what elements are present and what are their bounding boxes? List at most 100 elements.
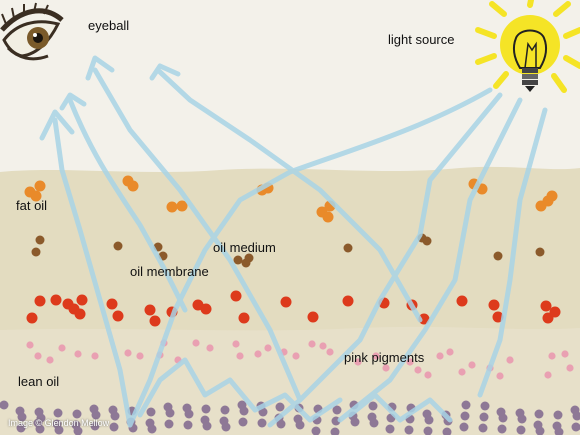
red-pigment [74,308,86,320]
purple-pigment [89,404,99,414]
arrowhead-1 [39,109,75,141]
orange-pigment [322,211,334,223]
pink-pigment [232,340,240,348]
image-credit: Image © Glendon Mellow [8,418,110,428]
pink-pigment [548,352,556,360]
eyeball-icon [0,2,64,61]
red-pigment-particles [26,290,561,327]
red-pigment [549,306,561,318]
fat-oil-label: fat oil [16,198,48,213]
orange-pigment [176,200,188,212]
light-ray-incoming-3 [477,107,548,398]
pink-pigment-particles [26,339,574,380]
scatter-ray [137,357,343,423]
pink-pigment [406,358,414,366]
pink-pigment [46,356,54,364]
red-pigment [342,295,354,307]
oil-medium-label: oil medium [213,240,276,255]
arrowhead-4 [59,92,87,111]
reflected-ray-3 [157,69,423,323]
purple-pigment-particles [0,400,580,435]
reflected-ray-4 [67,97,188,313]
purple-pigment [442,427,452,435]
light-bulb-icon [475,0,580,93]
purple-pigment [145,418,155,428]
purple-pigment [108,405,118,415]
purple-pigment [33,418,43,428]
purple-pigment [553,410,563,420]
purple-pigment [53,408,63,418]
red-pigment [50,294,62,306]
pink-pigment [136,352,144,360]
purple-pigment [311,426,321,435]
pink-pigment [26,341,34,349]
pink-pigment [74,350,82,358]
red-pigment [76,294,88,306]
red-pigment [280,296,292,308]
light-ray-incoming-4 [127,87,493,428]
light-ray-incoming-2 [337,97,523,423]
pink-pigment [414,366,422,374]
purple-pigment [422,409,432,419]
purple-pigment [200,415,210,425]
purple-pigment [515,408,525,418]
pink-pigment [292,352,300,360]
pink-pigment [561,350,569,358]
purple-pigment [330,427,340,435]
pink-pigment [468,361,476,369]
pink-pigment [192,339,200,347]
orange-pigment [30,190,42,202]
scatter-ray-2 [347,392,453,423]
purple-pigment [367,412,377,422]
purple-pigment [460,411,470,421]
purple-pigment [34,407,44,417]
brown-pigment [493,251,503,261]
purple-pigment [71,420,81,430]
arrowhead-2 [85,55,115,81]
pink-pigment [544,371,552,379]
purple-pigment [52,419,62,429]
red-pigment [492,311,504,323]
arrowhead-3 [149,63,181,81]
purple-pigment [0,400,9,410]
purple-pigment [164,419,174,429]
pink-pigment [319,342,327,350]
red-pigment [106,298,118,310]
brown-pigment [31,247,41,257]
purple-pigment [238,417,248,427]
brown-pigment [113,241,123,251]
purple-pigment [293,414,303,424]
purple-pigment [461,400,471,410]
pink-pigment [308,340,316,348]
lean-oil-label: lean oil [18,374,60,389]
purple-pigment [479,412,489,422]
reflected-ray-1 [52,117,133,428]
red-pigment [34,295,46,307]
pink-pigment [506,356,514,364]
purple-pigment [496,407,506,417]
purple-pigment [16,423,26,433]
purple-pigment [163,402,173,412]
brown-pigment-particles [31,233,545,268]
purple-pigment [275,402,285,412]
brown-pigment [244,253,254,263]
pink-pigment [436,352,444,360]
purple-pigment [368,401,378,411]
light-rays [39,55,548,428]
brown-pigment [535,247,545,257]
brown-pigment [233,255,243,265]
purple-pigment [15,406,25,416]
pink-pigment [254,350,262,358]
orange-pigment [127,180,139,192]
pink-pigments-label: pink pigments [344,350,425,365]
purple-pigment [478,423,488,433]
light-source-label: light source [388,32,455,47]
red-pigment [238,312,250,324]
brown-pigment [35,235,45,245]
light-ray-incoming-1 [267,92,503,428]
pink-pigment [496,372,504,380]
purple-pigment [571,422,580,432]
pink-pigment [91,352,99,360]
